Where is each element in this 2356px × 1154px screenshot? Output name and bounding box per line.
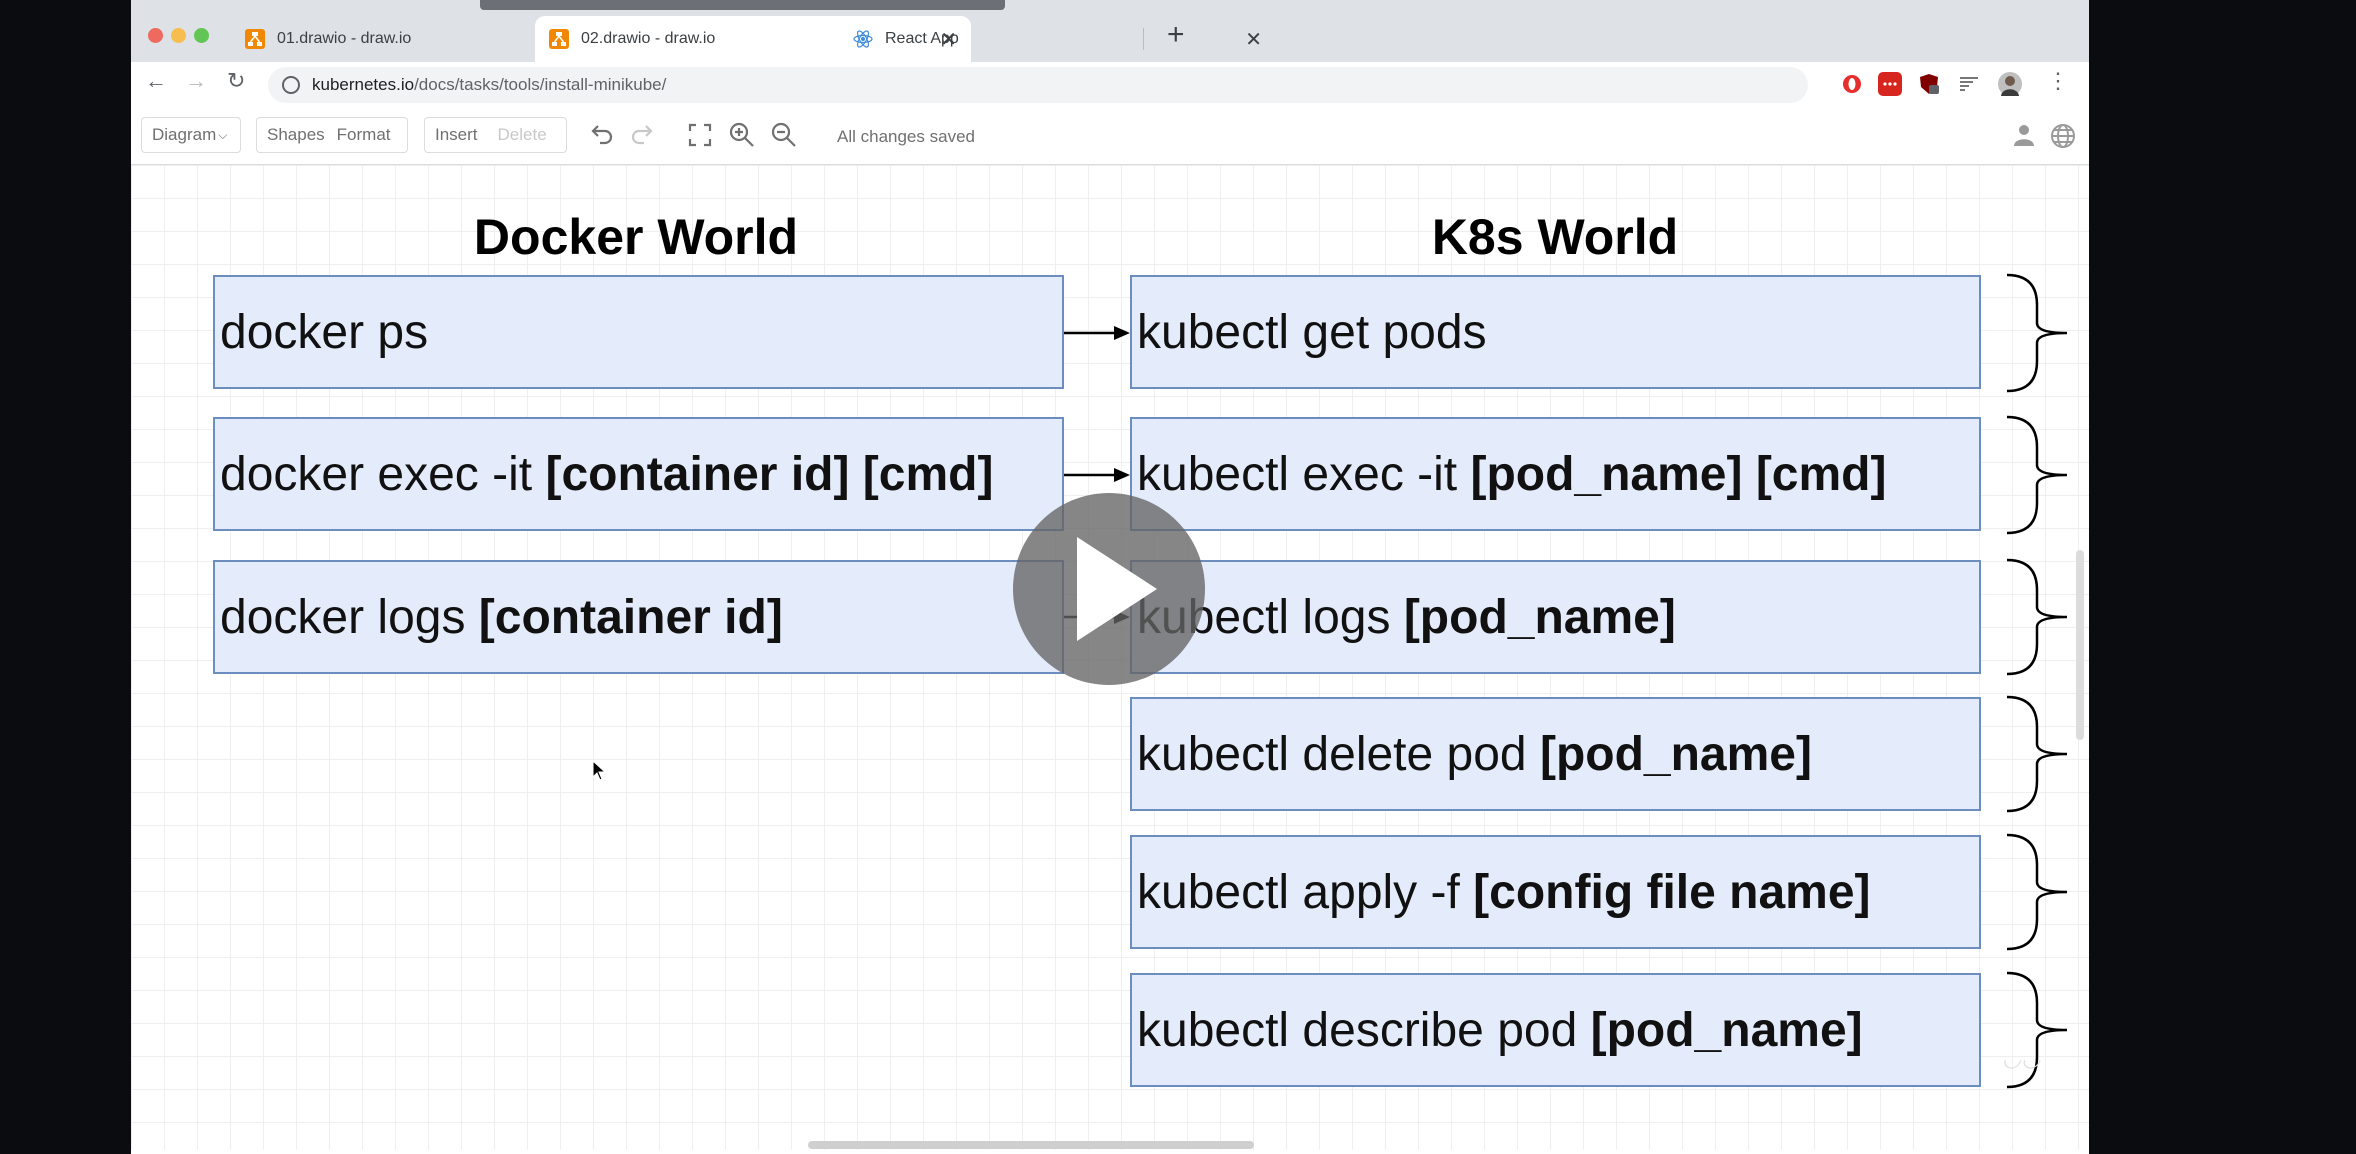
globe-icon[interactable] xyxy=(2049,122,2077,150)
right-brace xyxy=(2006,273,2068,393)
window-top-bar xyxy=(480,0,1005,10)
brace-shapes xyxy=(2006,273,2068,1089)
close-tab-icon[interactable]: ✕ xyxy=(1245,28,1262,51)
url-domain: kubernetes.io xyxy=(312,75,415,94)
redo-icon[interactable] xyxy=(628,120,658,150)
docker-command-box[interactable]: docker logs [container id] xyxy=(213,560,1064,674)
command-argument: [container id] [cmd] xyxy=(545,447,994,501)
url-path: /docs/tasks/tools/install-minikube/ xyxy=(414,75,667,94)
diagram-menu-button[interactable]: Diagram xyxy=(152,125,217,144)
zoom-out-icon[interactable] xyxy=(769,120,799,150)
play-icon xyxy=(1077,537,1157,641)
close-window-button[interactable] xyxy=(148,28,163,43)
drawio-icon xyxy=(245,29,265,49)
k8s-world-title[interactable]: K8s World xyxy=(1431,209,1679,265)
site-info-icon[interactable] xyxy=(282,76,300,94)
connector-arrows xyxy=(1064,273,2068,1089)
delete-button[interactable]: Delete xyxy=(497,125,547,144)
command-argument: [pod_name] xyxy=(1539,727,1812,781)
command-argument: [container id] xyxy=(478,590,783,644)
navigation-bar: ← → ↻ kubernetes.io/docs/tasks/tools/ins… xyxy=(131,62,2089,108)
connector-arrow[interactable] xyxy=(1064,468,1130,482)
chevron-down-icon: ⌵ xyxy=(218,127,228,142)
address-bar[interactable]: kubernetes.io/docs/tasks/tools/install-m… xyxy=(268,67,1808,103)
save-status: All changes saved xyxy=(837,127,975,146)
format-button[interactable]: Format xyxy=(336,125,391,144)
k8s-command-box[interactable]: kubectl exec -it [pod_name] [cmd] xyxy=(1130,417,1981,531)
diagram-menu-group: Diagram ⌵ xyxy=(141,117,241,153)
format-panel-group: Shapes Format xyxy=(256,117,408,153)
diagram-canvas[interactable]: Docker World K8s World docker ps docker … xyxy=(131,165,2089,1150)
tab-label: React App xyxy=(885,30,959,47)
right-brace xyxy=(2006,833,2068,951)
right-brace xyxy=(2006,415,2068,535)
command-text: kubectl get pods xyxy=(1137,305,1487,359)
command-text: kubectl delete pod xyxy=(1137,727,1540,781)
user-icon[interactable] xyxy=(2011,122,2037,148)
mouse-cursor-icon xyxy=(592,760,607,781)
zoom-in-icon[interactable] xyxy=(727,120,757,150)
profile-avatar[interactable] xyxy=(1998,72,2022,96)
tab-label: 01.drawio - draw.io xyxy=(277,30,412,47)
udemy-watermark: ◡◡ xyxy=(2002,1046,2041,1071)
extension-lastpass-icon[interactable] xyxy=(1878,72,1902,96)
maximize-window-button[interactable] xyxy=(194,28,209,43)
horizontal-scrollbar[interactable] xyxy=(808,1141,1254,1149)
command-argument: [pod_name] xyxy=(1403,590,1676,644)
undo-icon[interactable] xyxy=(586,120,616,150)
command-argument: [pod_name] xyxy=(1590,1003,1863,1057)
extension-ublock-icon[interactable] xyxy=(1917,72,1941,96)
vertical-scrollbar[interactable] xyxy=(2076,550,2084,740)
tab-strip: 01.drawio - draw.io ✕ 02.drawio - draw.i… xyxy=(131,0,2089,62)
view-tools-group xyxy=(685,117,825,153)
drawio-icon xyxy=(549,29,569,49)
k8s-command-box[interactable]: kubectl apply -f [config file name] xyxy=(1130,835,1981,949)
right-brace xyxy=(2006,558,2068,676)
minimize-window-button[interactable] xyxy=(171,28,186,43)
command-text: docker exec -it xyxy=(220,447,546,501)
extension-list-icon[interactable] xyxy=(1957,72,1981,96)
k8s-command-box[interactable]: kubectl describe pod [pod_name] xyxy=(1130,973,1981,1087)
new-tab-button[interactable]: + xyxy=(1167,18,1185,51)
forward-arrow-icon[interactable]: → xyxy=(185,68,207,93)
undo-redo-group xyxy=(582,117,669,153)
url-text: kubernetes.io/docs/tasks/tools/install-m… xyxy=(312,75,666,95)
connector-arrow[interactable] xyxy=(1064,326,1130,340)
tab-02-drawio[interactable]: 02.drawio - draw.io ✕ xyxy=(535,16,971,62)
browser-window: 01.drawio - draw.io ✕ 02.drawio - draw.i… xyxy=(131,0,2089,1154)
command-text: kubectl apply -f xyxy=(1137,865,1474,919)
drawio-toolbar: Diagram ⌵ Shapes Format Insert Delete Al… xyxy=(131,108,2089,165)
command-text: docker ps xyxy=(220,305,429,359)
back-arrow-icon[interactable]: ← xyxy=(145,68,167,93)
command-text: docker logs xyxy=(220,590,479,644)
right-brace xyxy=(2006,695,2068,813)
command-argument: [config file name] xyxy=(1473,865,1871,919)
tab-separator xyxy=(1143,28,1144,50)
insert-button[interactable]: Insert xyxy=(435,125,478,144)
command-argument: [pod_name] [cmd] xyxy=(1470,447,1887,501)
fullscreen-icon[interactable] xyxy=(685,120,715,150)
command-text: kubectl exec -it xyxy=(1137,447,1471,501)
reload-icon[interactable]: ↻ xyxy=(227,68,246,93)
shapes-button[interactable]: Shapes xyxy=(267,125,325,144)
tab-label: 02.drawio - draw.io xyxy=(581,30,716,47)
insert-delete-group: Insert Delete xyxy=(424,117,567,153)
browser-menu-icon[interactable]: ⋮ xyxy=(2047,68,2069,93)
react-icon xyxy=(853,30,873,48)
docker-command-box[interactable]: docker ps xyxy=(213,275,1064,389)
k8s-command-box[interactable]: kubectl get pods xyxy=(1130,275,1981,389)
docker-command-box[interactable]: docker exec -it [container id] [cmd] xyxy=(213,417,1064,531)
k8s-command-box[interactable]: kubectl delete pod [pod_name] xyxy=(1130,697,1981,811)
right-brace xyxy=(2006,971,2068,1089)
close-tab-icon[interactable]: ✕ xyxy=(940,28,957,51)
command-text: kubectl describe pod xyxy=(1137,1003,1591,1057)
tab-react-app[interactable]: React App ✕ xyxy=(839,16,1276,62)
docker-world-title[interactable]: Docker World xyxy=(473,209,799,265)
extension-opera-icon[interactable] xyxy=(1840,72,1864,96)
